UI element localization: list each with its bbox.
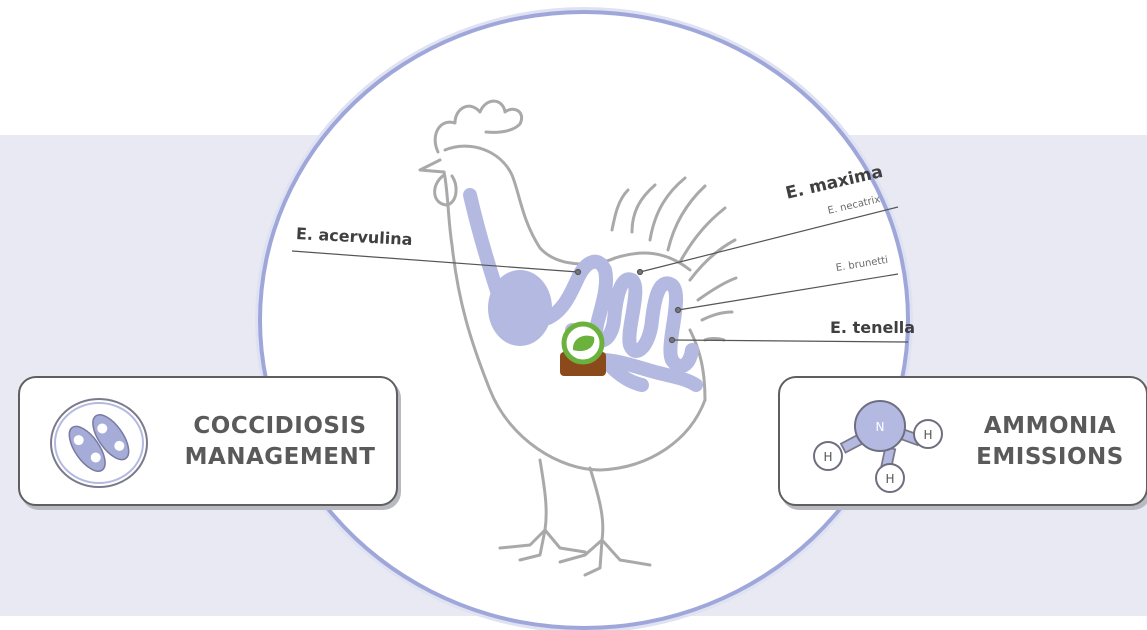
atom-h-label: H bbox=[885, 472, 894, 486]
product-logo-icon bbox=[560, 324, 606, 376]
ammonia-emissions-title: AMMONIA EMISSIONS bbox=[950, 411, 1147, 473]
oocyst-icon bbox=[44, 391, 154, 495]
ammonia-emissions-card: N H H H AMMONIA EMISSIONS bbox=[778, 376, 1147, 506]
coccidiosis-management-card: COCCIDIOSIS MANAGEMENT bbox=[18, 376, 398, 506]
coccidiosis-management-title: COCCIDIOSIS MANAGEMENT bbox=[165, 411, 395, 473]
gizzard bbox=[488, 270, 552, 346]
atom-n-label: N bbox=[876, 420, 885, 434]
label-e-tenella: E. tenella bbox=[830, 318, 915, 337]
atom-h-label: H bbox=[823, 450, 832, 464]
ammonia-molecule-icon: N H H H bbox=[804, 390, 954, 495]
chicken-diagram bbox=[0, 0, 1147, 616]
atom-h-label: H bbox=[923, 428, 932, 442]
